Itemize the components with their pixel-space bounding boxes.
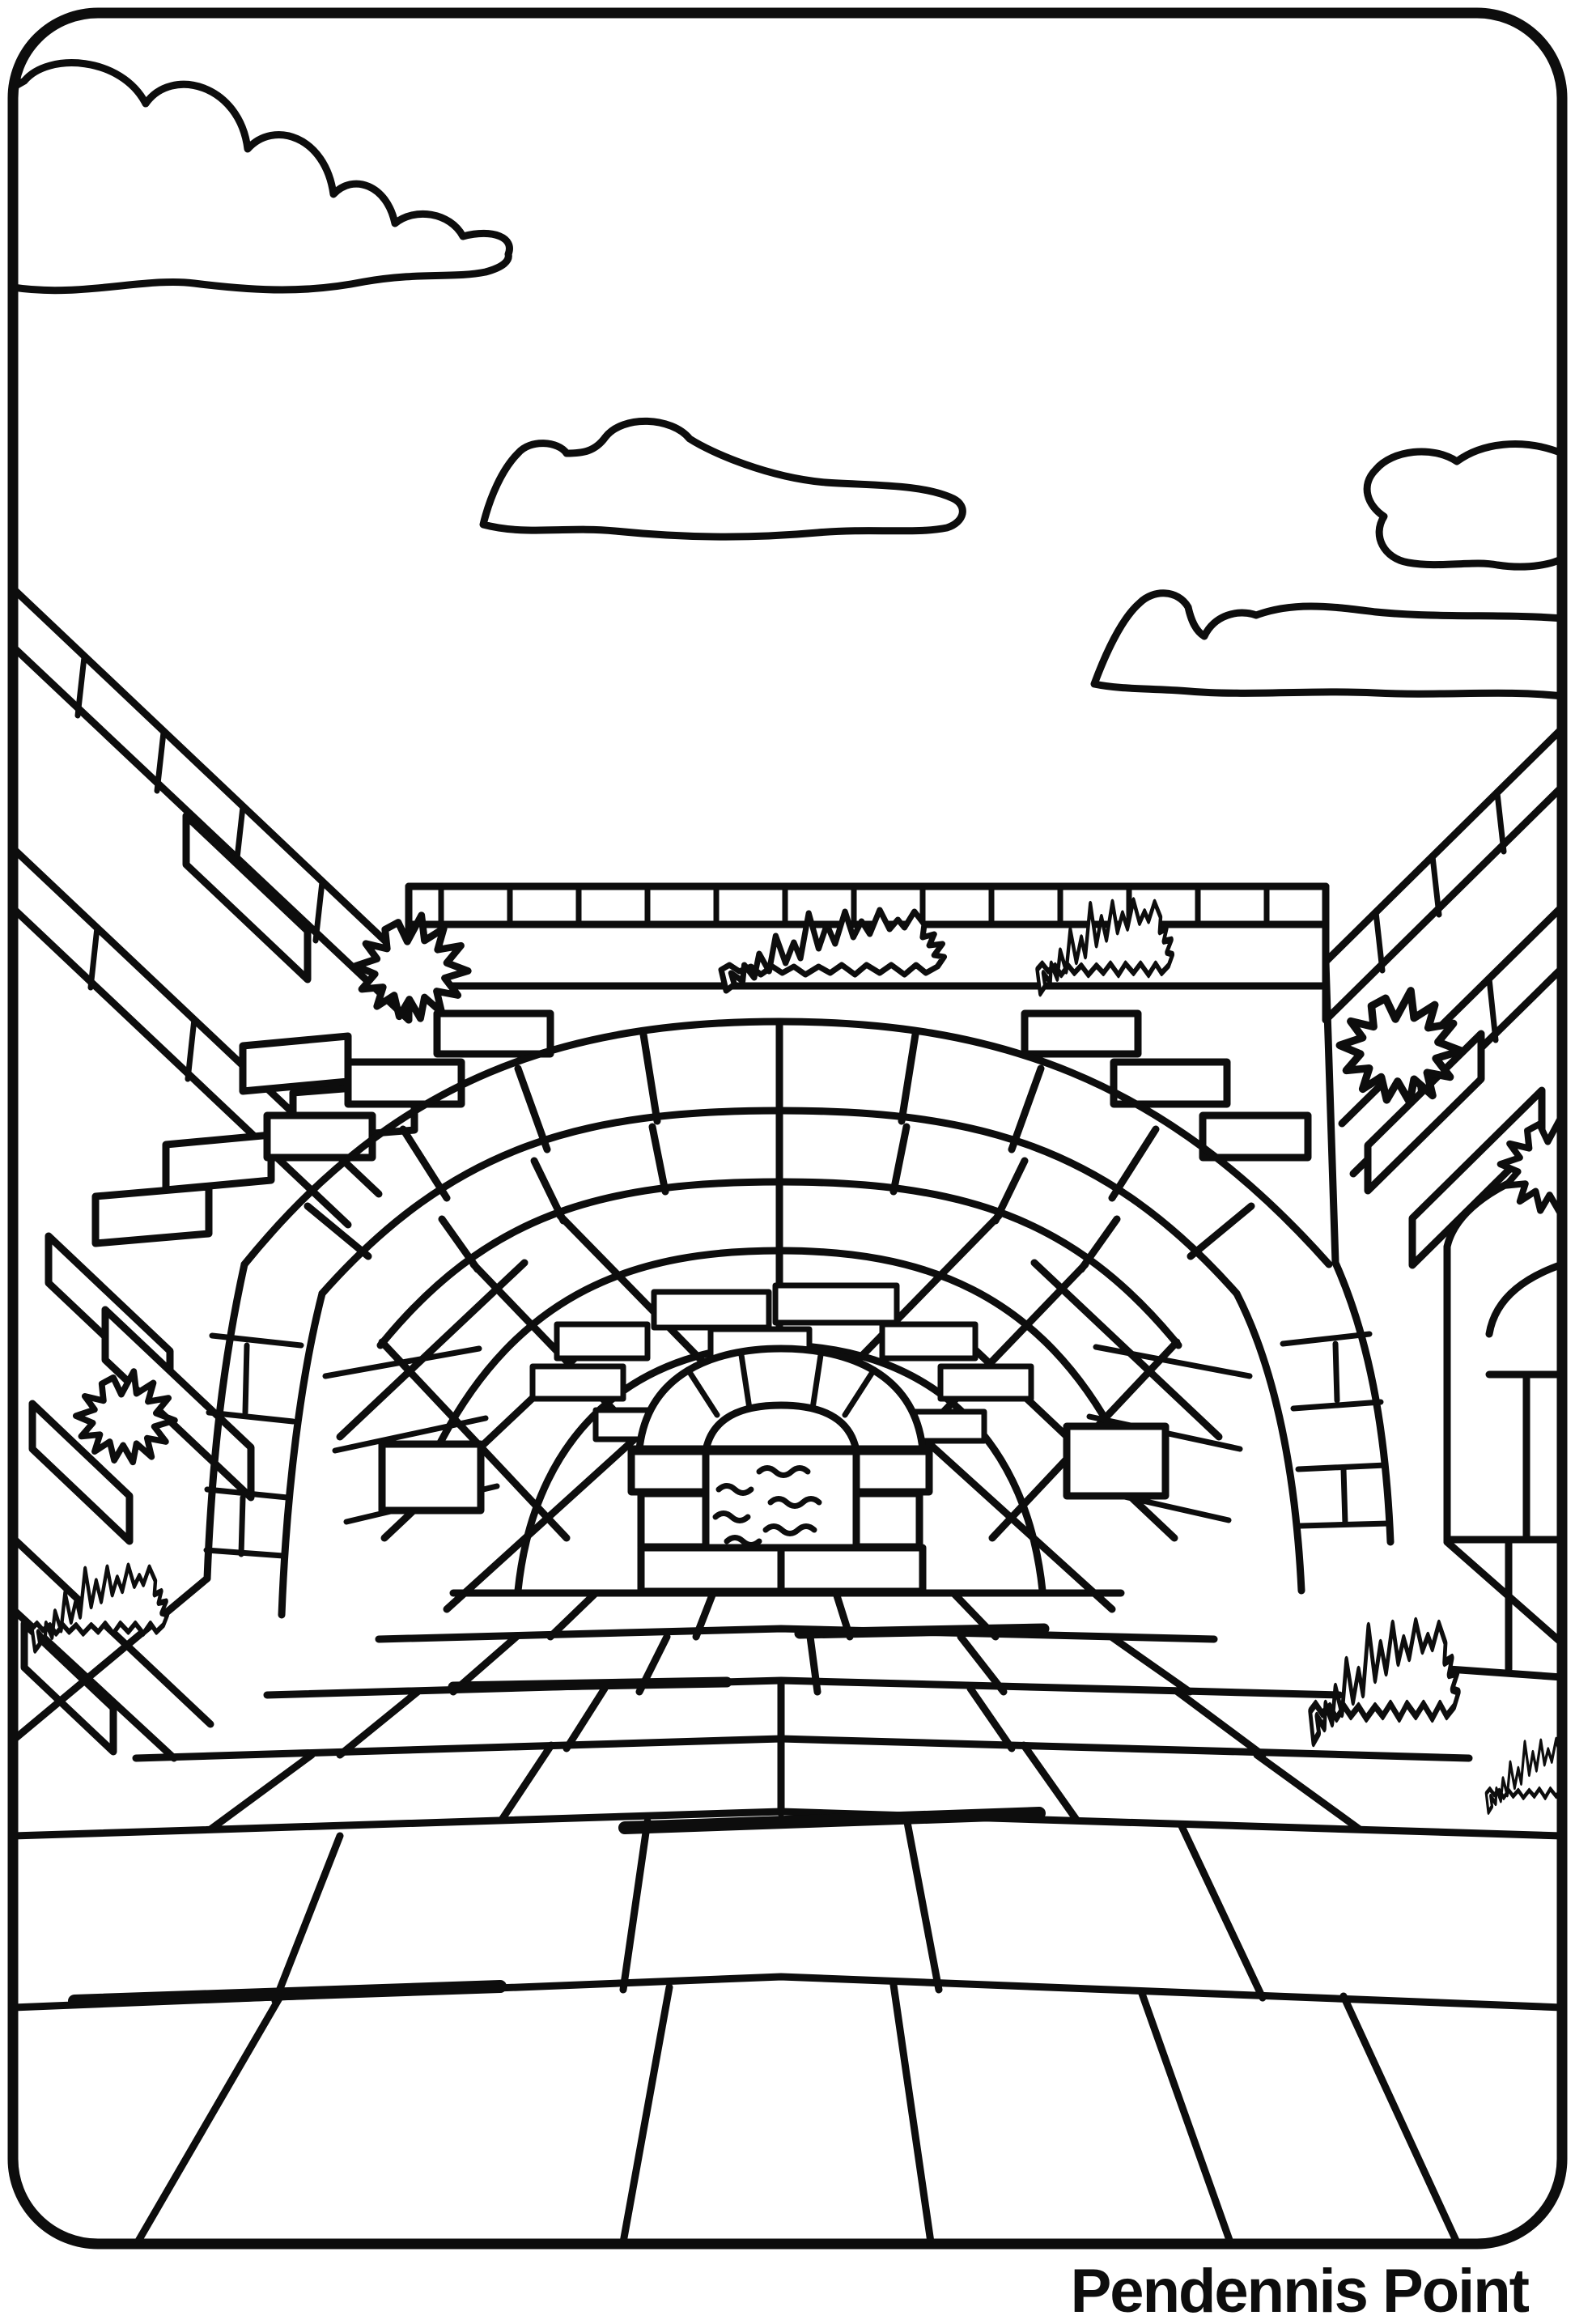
arch-left-pier xyxy=(203,1260,326,1619)
window-block xyxy=(852,1489,923,1551)
wall-brick xyxy=(239,1032,352,1095)
chamber-reveals xyxy=(322,1344,1253,1525)
wall-brick xyxy=(651,1289,772,1331)
wall-brick xyxy=(263,1111,376,1162)
sky xyxy=(13,59,1562,700)
arched-sea-window xyxy=(627,1345,935,1595)
wall-brick xyxy=(1199,1111,1312,1162)
cloud-center-icon xyxy=(479,417,966,541)
flagstone-floor xyxy=(13,1538,1562,2244)
wall-brick xyxy=(91,1183,213,1247)
wall-brick xyxy=(344,1058,465,1108)
cloud-top-left-icon xyxy=(13,59,513,295)
wall-brick xyxy=(937,1363,1034,1402)
wall-brick xyxy=(433,1009,554,1058)
window-block xyxy=(627,1447,710,1496)
arch-right-pier xyxy=(1233,1259,1395,1595)
wall-brick xyxy=(554,1321,651,1362)
wall-brick xyxy=(1021,1009,1142,1058)
cloud-right-icon xyxy=(1090,589,1562,700)
page-title: Pendennis Point xyxy=(1071,2257,1530,2324)
water-wave-lines xyxy=(712,1465,822,1548)
left-brick-wall xyxy=(13,584,413,1762)
wall-brick xyxy=(182,812,312,984)
window-block xyxy=(637,1489,710,1551)
right-brick-wall xyxy=(1322,724,1562,1681)
wall-niche xyxy=(378,1440,485,1515)
stone-lintel xyxy=(91,882,1330,1247)
wall-brick xyxy=(28,1400,134,1545)
window-block xyxy=(852,1447,933,1496)
grass-clump xyxy=(1310,1621,1459,1743)
wall-niche xyxy=(1063,1422,1170,1500)
wall-brick xyxy=(20,1620,117,1756)
side-arch xyxy=(1443,1160,1562,1546)
rounded-frame-border xyxy=(7,7,1568,2250)
wall-brick xyxy=(162,1131,275,1194)
great-stone-arch xyxy=(203,1018,1395,1619)
wall-brick xyxy=(879,1321,979,1362)
wall-brick xyxy=(529,1363,626,1402)
wall-brick xyxy=(772,1282,900,1326)
cloud-top-right-icon xyxy=(1363,440,1562,571)
